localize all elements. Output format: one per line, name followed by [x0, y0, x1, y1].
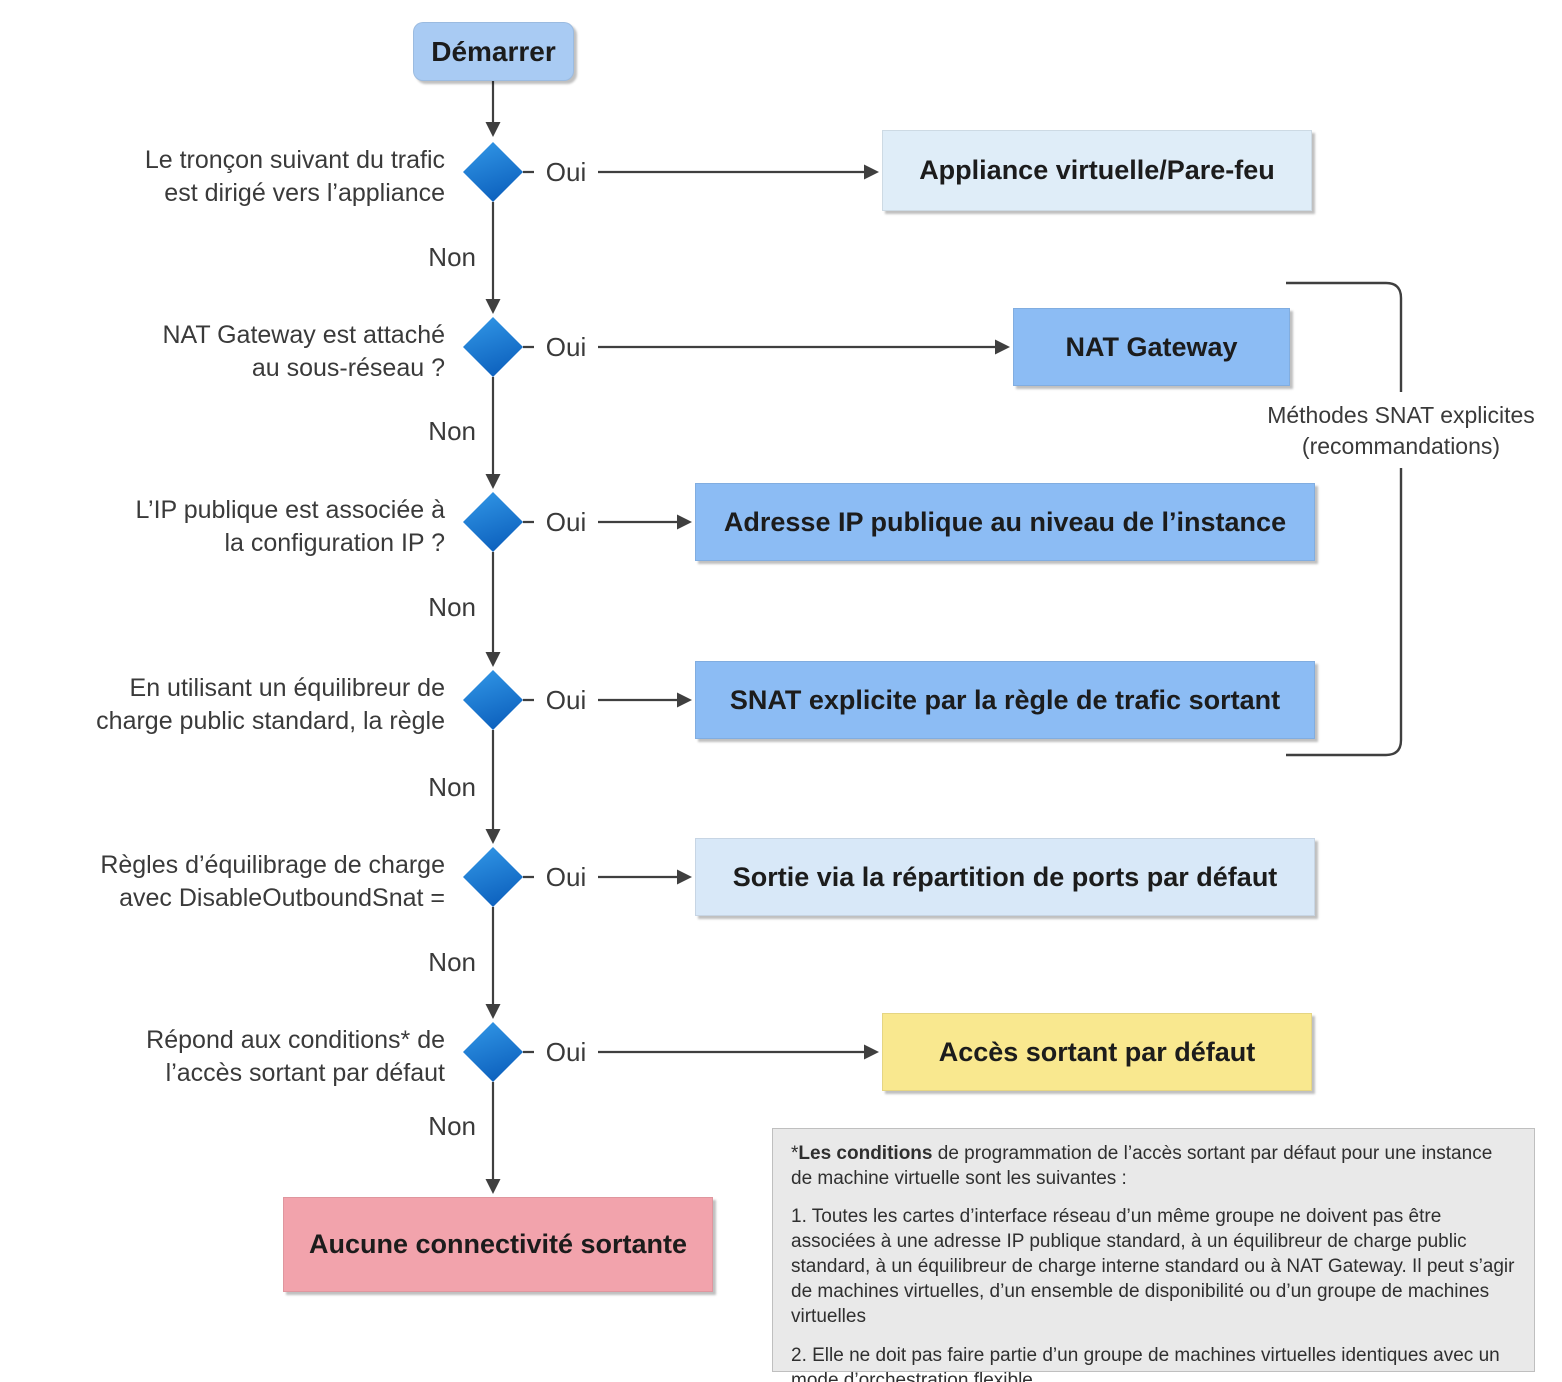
no-edge-label-6: Non [428, 1111, 476, 1141]
question-line: Répond aux conditions* de [146, 1026, 445, 1054]
decision-diamond-6 [463, 1022, 523, 1082]
no-edge-label-1: Non [428, 242, 476, 272]
question-disable-outbound-snat: Règles d’équilibrage de charge avec Disa… [15, 849, 445, 915]
decision-diamond-3 [463, 492, 523, 552]
no-edge-label-5: Non [428, 947, 476, 977]
yes-edge-label-4: Oui [534, 683, 598, 717]
snat-methods-bracket [1286, 281, 1403, 757]
question-default-outbound: Répond aux conditions* de l’accès sortan… [15, 1024, 445, 1090]
no-edge-label-3: Non [428, 592, 476, 622]
no-edge-label-4: Non [428, 772, 476, 802]
yes-edge-label-6: Oui [534, 1035, 598, 1069]
question-line: est dirigé vers l’appliance [164, 179, 445, 207]
yes-edge-label-5: Oui [534, 860, 598, 894]
note-intro-bold: Les conditions [798, 1143, 933, 1164]
outcome-box-default-port-allocation: Sortie via la répartition de ports par d… [695, 838, 1315, 916]
start-node: Démarrer [413, 22, 574, 81]
outcome-box-nat-gateway: NAT Gateway [1013, 308, 1290, 386]
question-line: Le tronçon suivant du trafic [144, 146, 445, 174]
yes-edge-label-3: Oui [534, 505, 598, 539]
no-edge-label-2: Non [428, 416, 476, 446]
conditions-note: *Les conditions de programmation de l’ac… [772, 1128, 1535, 1382]
outcome-box-explicit-snat-rule: SNAT explicite par la règle de trafic so… [695, 661, 1315, 739]
note-intro-rest: de programmation de l’accès sortant par … [791, 1143, 1493, 1190]
decision-diamond-4 [463, 670, 523, 730]
note-asterisk: * [791, 1143, 799, 1164]
outcome-box-instance-public-ip: Adresse IP publique au niveau de l’insta… [695, 483, 1315, 561]
yes-edge-label-2: Oui [534, 330, 598, 364]
question-public-ip: L’IP publique est associée à la configur… [15, 494, 446, 560]
snat-bracket-label-line: Méthodes SNAT explicites [1267, 402, 1535, 428]
question-line: avec DisableOutboundSnat = [119, 884, 445, 912]
outcome-box-default-outbound-access: Accès sortant par défaut [882, 1013, 1312, 1091]
question-next-hop: Le tronçon suivant du trafic est dirigé … [15, 144, 445, 210]
conditions-note-item-1: 1. Toutes les cartes d’interface réseau … [791, 1206, 1515, 1328]
fail-outcome-box-no-connectivity: Aucune connectivité sortante [283, 1197, 713, 1292]
snat-bracket-label: Méthodes SNAT explicites (recommandation… [1246, 400, 1556, 462]
outcome-box-virtual-appliance: Appliance virtuelle/Pare-feu [882, 130, 1312, 211]
question-line: En utilisant un équilibreur de [129, 674, 445, 702]
decision-diamond-1 [463, 142, 523, 202]
question-nat-gateway: NAT Gateway est attaché au sous-réseau ? [15, 319, 445, 385]
question-load-balancer: En utilisant un équilibreur de charge pu… [15, 672, 445, 738]
yes-edge-label-1: Oui [534, 155, 598, 189]
question-line: au sous-réseau ? [251, 354, 445, 382]
conditions-note-intro: *Les conditions de programmation de l’ac… [791, 1141, 1516, 1191]
question-line: Règles d’équilibrage de charge [100, 851, 445, 879]
question-line: L’IP publique est associée à [135, 496, 446, 524]
question-line: NAT Gateway est attaché [162, 321, 445, 349]
question-line: charge public standard, la règle [96, 707, 445, 735]
snat-bracket-label-line: (recommandations) [1301, 433, 1501, 459]
question-line: la configuration IP ? [224, 529, 445, 557]
decision-diamond-5 [463, 847, 523, 907]
decision-diamonds [463, 142, 523, 1082]
question-line: l’accès sortant par défaut [165, 1059, 445, 1087]
decision-diamond-2 [463, 317, 523, 377]
conditions-note-item-2: 2. Elle ne doit pas faire partie d’un gr… [791, 1344, 1500, 1382]
